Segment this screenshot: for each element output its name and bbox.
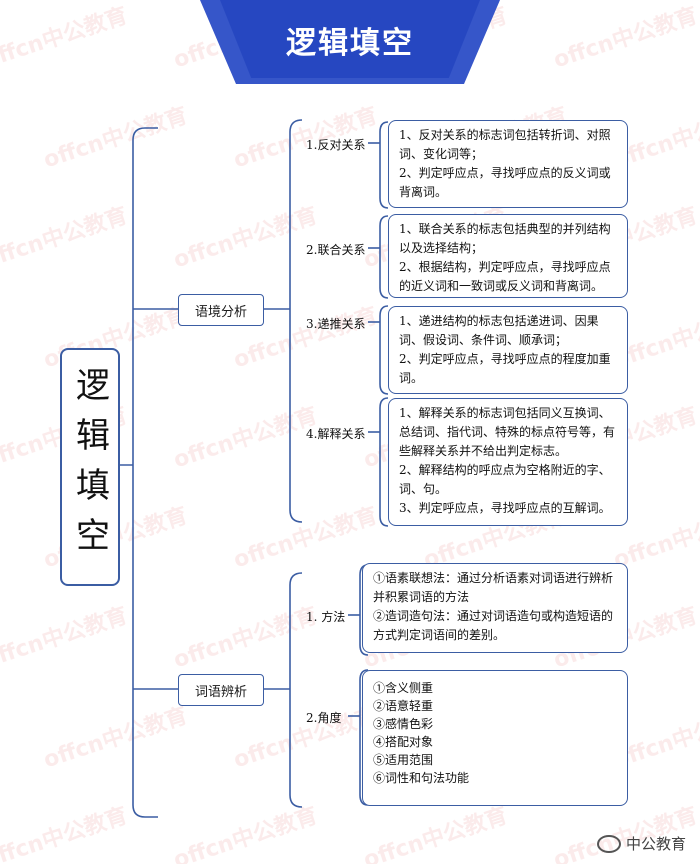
sub-label-union: 2.联合关系 [306, 243, 366, 257]
leaf-line: ⑥词性和句法功能 [373, 771, 470, 785]
branch-word-discrimination: 词语辨析 [178, 674, 264, 706]
leaf-line: ①语素联想法：通过分析语素对词语进行辨析并积累词语的方法 [373, 571, 614, 604]
footer-logo: 中公教育 [596, 833, 686, 854]
leaf-line: 2、解释结构的呼应点为空格附近的字、词、句。 [399, 463, 611, 496]
leaf-line: 1、递进结构的标志包括递进词、因果词、假设词、条件词、顺承词； [399, 314, 599, 347]
leaf-explanation: 1、解释关系的标志词包括同义互换词、总结词、指代词、特殊的标点符号等，有些解释关… [388, 398, 628, 526]
leaf-line: ①含义侧重 [373, 681, 434, 695]
footer-text: 中公教育 [625, 835, 686, 853]
sub-label-explanation: 4.解释关系 [306, 427, 366, 441]
leaf-line: 1、联合关系的标志包括典型的并列结构以及选择结构； [399, 222, 611, 255]
leaf-angle: ①含义侧重 ②语意轻重 ③感情色彩 ④搭配对象 ⑤适用范围 ⑥词性和句法功能 [362, 670, 628, 806]
sub-label-method: 1. 方法 [306, 610, 346, 624]
sub-label-opposition: 1.反对关系 [306, 138, 366, 152]
leaf-line: ②语意轻重 [373, 699, 434, 713]
leaf-line: ④搭配对象 [373, 735, 434, 749]
leaf-line: ⑤适用范围 [373, 753, 434, 767]
leaf-line: ②造词造句法：通过对词语造句或构造短语的方式判定词语间的差别。 [373, 609, 614, 642]
leaf-line: 1、反对关系的标志词包括转折词、对照词、变化词等； [399, 128, 611, 161]
leaf-method: ①语素联想法：通过分析语素对词语进行辨析并积累词语的方法 ②造词造句法：通过对词… [362, 563, 628, 653]
leaf-line: 1、解释关系的标志词包括同义互换词、总结词、指代词、特殊的标点符号等，有些解释关… [399, 406, 616, 458]
root-label: 逻辑填空 [69, 367, 110, 567]
leaf-line: ③感情色彩 [373, 717, 434, 731]
page-title: 逻辑填空 [286, 26, 414, 61]
leaf-line: 2、根据结构，判定呼应点，寻找呼应点的近义词和一致词或反义词和背离词。 [399, 260, 611, 293]
sub-label-angle: 2.角度 [306, 711, 342, 725]
leaf-progression: 1、递进结构的标志包括递进词、因果词、假设词、条件词、顺承词； 2、判定呼应点，… [388, 306, 628, 394]
leaf-line: 2、判定呼应点，寻找呼应点的程度加重词。 [399, 352, 611, 385]
header-band-inner [220, 0, 480, 78]
branch-context-analysis: 语境分析 [178, 294, 264, 326]
weibo-icon [596, 834, 621, 853]
leaf-line: 2、判定呼应点，寻找呼应点的反义词或背离词。 [399, 166, 611, 199]
leaf-line: 3、判定呼应点，寻找呼应点的互解词。 [399, 501, 611, 515]
leaf-opposition: 1、反对关系的标志词包括转折词、对照词、变化词等； 2、判定呼应点，寻找呼应点的… [388, 120, 628, 208]
sub-label-progression: 3.递推关系 [306, 317, 366, 331]
leaf-union: 1、联合关系的标志包括典型的并列结构以及选择结构； 2、根据结构，判定呼应点，寻… [388, 214, 628, 298]
root-node: 逻辑填空 [60, 348, 120, 586]
